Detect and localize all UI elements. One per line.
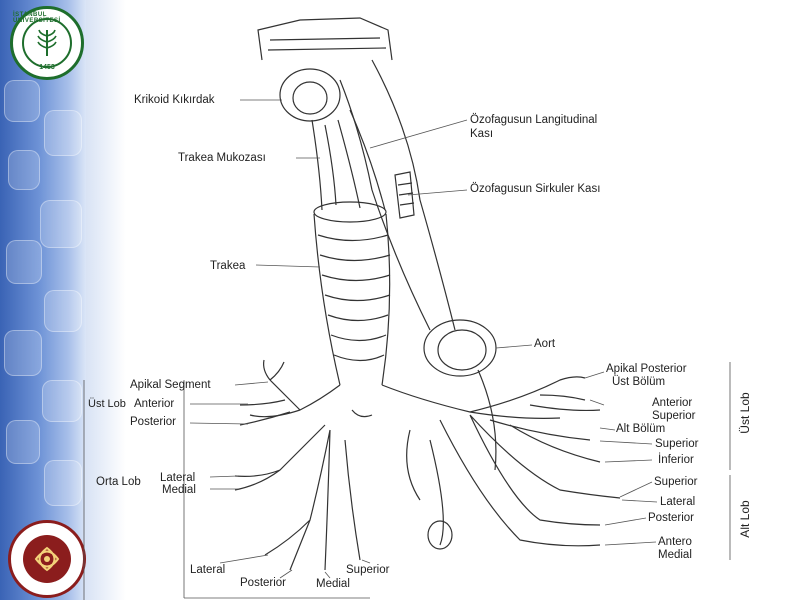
label-ozofagus-long-1: Özofagusun Langitudinal (470, 114, 598, 126)
label-aort: Aort (534, 338, 556, 350)
label-right-ust-bolum: Üst Bölüm (612, 376, 666, 388)
label-bottom-posterior: Posterior (240, 577, 287, 589)
decorative-sidebar (0, 0, 86, 600)
label-ozofagus-long-2: Kası (470, 128, 494, 140)
label-right-inferior: İnferior (658, 454, 694, 466)
label-right-alt-lob-vertical: Alt Lob (738, 500, 752, 538)
aorta-inner (437, 329, 487, 371)
left-main-bronchus (249, 384, 341, 418)
label-left-ust-lob: Üst Lob (88, 398, 126, 410)
right-lower-branches (439, 414, 621, 547)
label-right-antero: Antero (658, 536, 692, 548)
sidebar-tile (6, 420, 40, 464)
esophagus-right-edge (371, 59, 456, 331)
sidebar-tile (44, 460, 82, 506)
label-krikoid: Krikoid Kıkırdak (134, 94, 215, 106)
sidebar-tile (8, 150, 40, 190)
label-bottom-superior: Superior (346, 564, 390, 576)
sidebar-tile (44, 290, 82, 332)
label-right-medial: Medial (658, 549, 692, 561)
left-upper-branches (239, 379, 301, 426)
cricoid-inner (292, 81, 328, 115)
label-right-anterior: Anterior (652, 397, 693, 409)
label-left-posterior: Posterior (130, 416, 177, 428)
label-right-superior-1: Superior (652, 410, 696, 422)
right-upper-branches (469, 376, 601, 413)
label-trakea-mukozasi: Trakea Mukozası (178, 152, 266, 164)
esophagus-circular-muscle (394, 171, 415, 219)
label-right-apikal-posterior: Apikal Posterior (606, 363, 687, 375)
label-right-superior-2: Superior (655, 438, 699, 450)
carina (351, 409, 373, 418)
sidebar-tile (4, 330, 42, 376)
sidebar-fade (86, 0, 126, 600)
label-right-lateral: Lateral (660, 496, 696, 508)
larynx-detail (267, 37, 387, 51)
trachea-rings (317, 234, 391, 362)
seal-top-arc-text: İSTANBUL ÜNİVERSİTESİ (13, 12, 61, 24)
left-lower-branches (264, 429, 331, 571)
label-left-medial: Medial (162, 484, 196, 496)
sidebar-tile (40, 200, 82, 248)
trachea-top-ring (313, 201, 387, 223)
label-right-alt-bolum: Alt Bölüm (616, 423, 666, 435)
label-left-anterior: Anterior (134, 398, 175, 410)
seal-top-year: 1453 (39, 64, 55, 71)
label-leader-lines (83, 99, 731, 600)
aorta-descending (477, 369, 497, 471)
label-left-apikal: Apikal Segment (130, 379, 211, 391)
right-main-bronchus (381, 384, 561, 419)
wheat-emblem-icon (22, 18, 72, 68)
seal-bottom-year: 1967 (40, 585, 54, 591)
sidebar-tile (44, 110, 82, 156)
cricoid-ring (279, 68, 341, 122)
label-left-lateral: Lateral (160, 472, 196, 484)
sidebar-tile (4, 80, 40, 122)
label-ozofagus-sirk: Özofagusun Sirkuler Kası (470, 183, 601, 195)
left-middle-branches (234, 424, 326, 491)
faculty-seal-bottom: 1967 1967 (8, 520, 86, 598)
label-trakea: Trakea (210, 260, 246, 272)
label-right-superior-3: Superior (654, 476, 698, 488)
label-right-posterior: Posterior (648, 512, 695, 524)
label-right-ust-lob-vertical: Üst Lob (738, 392, 752, 434)
knot-emblem-icon (23, 535, 71, 583)
trachea-mucosa (311, 109, 386, 211)
sidebar-tile (42, 380, 82, 422)
label-bottom-lateral: Lateral (190, 564, 226, 576)
label-bottom-medial: Medial (316, 578, 350, 590)
label-left-orta-lob: Orta Lob (96, 476, 141, 488)
aorta-outer (423, 319, 497, 377)
sidebar-tile (6, 240, 42, 284)
larynx-outline (257, 17, 393, 61)
university-seal-top: İSTANBUL ÜNİVERSİTESİ 1453 (10, 6, 84, 80)
